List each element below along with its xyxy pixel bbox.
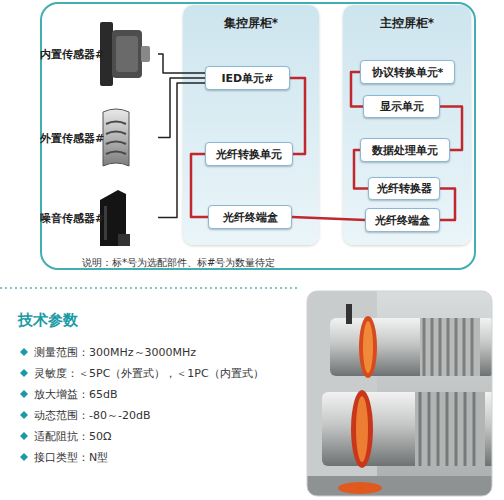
fiber-link — [440, 107, 462, 151]
bullet — [20, 348, 28, 356]
process-box: 光纤终端盒 — [365, 208, 440, 232]
bellows-ribs — [424, 318, 472, 376]
sensor-connector — [141, 46, 150, 62]
spec-item: 动态范围：-80～-20dB — [34, 408, 150, 423]
spec-item: 接口类型：N型 — [34, 450, 108, 465]
sensor-label: 噪音传感器# — [40, 210, 104, 225]
process-box: 数据处理单元 — [360, 138, 450, 162]
sensor-body — [112, 30, 142, 78]
sensor-ring-glow — [356, 396, 368, 462]
signal-cable — [158, 54, 205, 73]
spec-item: 测量范围：300MHz～3000MHz — [34, 345, 196, 360]
system-frame: 说明：标*号为选配部件、标#号为数量待定 内置传感器# 外置传感器# 噪音传感器# 集控… — [40, 2, 476, 270]
cabinet-title: 集控屏柜* — [183, 15, 319, 32]
box-label: 光纤终端盒 — [375, 213, 430, 228]
process-box: 光纤转换器 — [368, 177, 440, 200]
process-box: 显示单元 — [363, 95, 440, 118]
fiber-link — [351, 72, 363, 107]
bullet — [20, 453, 28, 461]
bullet — [20, 432, 28, 440]
installation-photo — [307, 291, 492, 496]
sensor-highlight — [104, 206, 107, 240]
bullet — [20, 411, 28, 419]
box-label: 显示单元 — [380, 99, 424, 114]
signal-cable — [158, 83, 205, 218]
fiber-link — [290, 78, 305, 154]
sensor-body — [103, 109, 129, 166]
sensor-ring — [351, 390, 373, 468]
bellows — [420, 318, 480, 376]
bellows — [415, 392, 485, 466]
note-text: 说明：标*号为选配部件、标#号为数量待定 — [82, 256, 275, 270]
box-label: IED单元# — [222, 71, 274, 86]
box-label: 协议转换单元* — [372, 65, 444, 80]
box-label: 光纤转换器 — [377, 181, 432, 196]
process-box: 光纤转换单元 — [205, 142, 293, 166]
sensor-label: 外置传感器# — [40, 130, 104, 145]
sensor: 内置传感器# — [40, 18, 158, 90]
sensor: 外置传感器# — [40, 105, 158, 170]
process-box: 协议转换单元* — [360, 60, 455, 84]
photo-floor — [307, 476, 492, 496]
signal-cable — [158, 78, 205, 138]
box-label: 光纤转换单元 — [216, 147, 282, 162]
fiber-link — [292, 217, 365, 220]
sensor: 噪音传感器# — [40, 185, 158, 250]
sensor-base — [118, 234, 130, 246]
box-label: 光纤终端盒 — [223, 210, 278, 225]
separator-line — [0, 287, 300, 289]
cabinet-panel: 集控屏柜* IED单元# 光纤转换单元光纤终端盒 — [183, 5, 319, 245]
cabinet-panel: 主控屏柜* 协议转换单元* 显示单元数据处理单元光纤转换器光纤终端盒 — [343, 5, 471, 245]
process-box: IED单元# — [205, 66, 290, 90]
photo-frame — [307, 291, 492, 496]
fiber-link — [191, 154, 208, 217]
bullet — [20, 390, 28, 398]
fiber-link — [440, 189, 455, 221]
sensor-ribs — [106, 122, 126, 155]
spec-item: 灵敏度：＜5PC（外置式），＜1PC（内置式） — [34, 366, 264, 381]
sensor-ring — [359, 316, 377, 378]
sensor-ring — [338, 482, 382, 494]
bullet — [20, 369, 28, 377]
process-box: 光纤终端盒 — [208, 205, 292, 229]
gis-pipe — [330, 318, 492, 376]
section-heading: 技术参数 — [18, 311, 78, 330]
gis-pipe — [322, 392, 492, 466]
cabinet-title: 主控屏柜* — [343, 15, 471, 32]
sensor-label: 内置传感器# — [40, 47, 104, 62]
cable — [346, 304, 352, 324]
fiber-link — [354, 150, 368, 189]
spec-item: 放大增益：65dB — [34, 387, 118, 402]
sensor-face — [116, 36, 138, 72]
box-label: 数据处理单元 — [372, 143, 438, 158]
bellows-ribs — [420, 392, 474, 466]
spec-item: 适配阻抗：50Ω — [34, 429, 111, 444]
sensor-ring-glow — [363, 321, 373, 373]
